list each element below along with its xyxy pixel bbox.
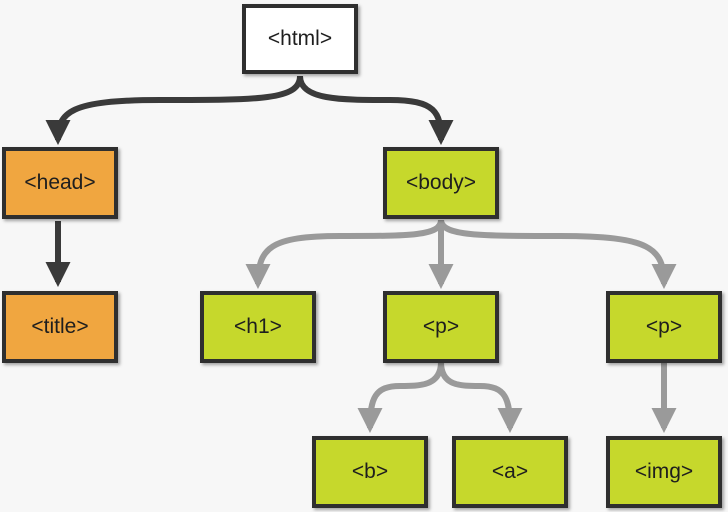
node-p-second: <p> — [606, 291, 722, 363]
edge-html-body — [297, 75, 454, 146]
node-html: <html> — [242, 4, 358, 74]
node-head: <head> — [2, 147, 118, 219]
edge-body-h1 — [245, 219, 444, 290]
edge-body-p2 — [438, 219, 677, 290]
edge-p1-b — [357, 361, 444, 434]
edge-p1-a — [438, 361, 523, 434]
node-body: <body> — [383, 147, 499, 219]
node-p-first: <p> — [383, 291, 499, 363]
node-b: <b> — [312, 436, 428, 508]
node-img: <img> — [606, 436, 722, 508]
node-title: <title> — [2, 291, 118, 363]
node-a: <a> — [452, 436, 568, 508]
node-h1: <h1> — [200, 291, 316, 363]
edge-html-head — [45, 75, 303, 146]
